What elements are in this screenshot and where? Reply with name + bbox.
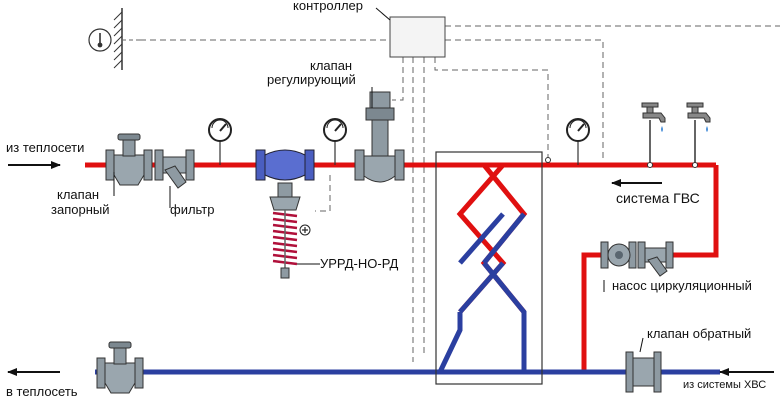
pressure-gauge-icon: [323, 118, 347, 165]
heat-exchanger: [435, 151, 543, 385]
pressure-regulator: [255, 149, 315, 279]
label-from-heat-network: из теплосети: [6, 140, 84, 155]
return-shutoff-valve: [96, 341, 144, 394]
label-shutoff-valve-line1: клапан: [57, 187, 99, 202]
pressure-gauge-icon: [208, 118, 232, 165]
outdoor-sensor: [88, 8, 140, 70]
tap-junction: [692, 162, 698, 168]
label-filter: фильтр: [170, 202, 214, 217]
label-dhw-system: система ГВС: [616, 190, 700, 206]
return-pipe: [95, 212, 720, 375]
check-valve: [625, 351, 662, 393]
tap-junction: [647, 162, 653, 168]
sensor-junction: [545, 157, 551, 163]
label-cold-water-supply: из системы ХВС: [683, 379, 766, 391]
controller-box: [389, 16, 446, 58]
label-shutoff-valve-line2: запорный: [51, 202, 109, 217]
faucet-icon: [686, 102, 711, 163]
circulation-pump: [600, 241, 637, 269]
faucet-icon: [641, 102, 666, 163]
label-controller: контроллер: [293, 0, 363, 13]
control-lines: [140, 25, 780, 362]
filter: [154, 149, 195, 189]
plus-icon: [299, 224, 311, 236]
thermometer-icon: [88, 28, 112, 52]
label-control-valve-line2: регулирующий: [267, 72, 356, 87]
label-pressure-regulator: УРРД-НО-РД: [320, 256, 398, 271]
leader-lines: [113, 87, 644, 353]
pressure-gauge-icon: [566, 118, 590, 165]
shutoff-valve: [105, 133, 153, 186]
label-to-heat-network: в теплосеть: [6, 384, 78, 399]
label-check-valve: клапан обратный: [647, 326, 751, 341]
filter: [637, 241, 674, 277]
control-valve: [354, 91, 405, 183]
label-circulation-pump: насос циркуляционный: [612, 278, 752, 293]
label-control-valve-line1: клапан: [310, 58, 352, 73]
